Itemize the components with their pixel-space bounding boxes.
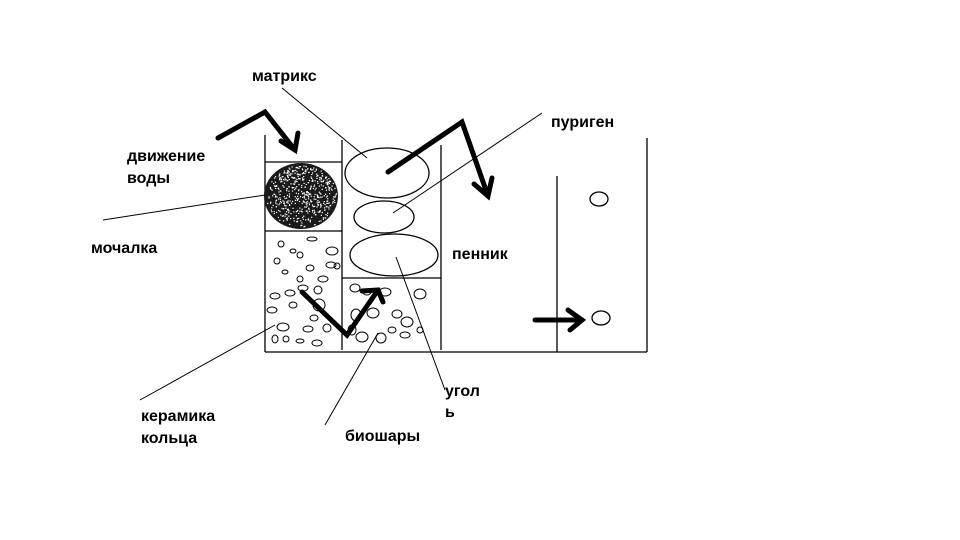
media-pellet <box>325 246 339 256</box>
label-ceramic-line1: керамика <box>141 408 216 425</box>
media-pellet <box>271 334 279 344</box>
media-pellet <box>391 309 403 319</box>
media-pellet <box>333 262 341 270</box>
arrowhead-icon <box>471 175 495 201</box>
matrix-leader <box>281 87 368 159</box>
arrowhead-icon <box>359 287 386 305</box>
media-pellet <box>413 288 427 300</box>
media-pellet <box>322 323 332 333</box>
label-matrix: матрикс <box>252 68 317 85</box>
label-water-flow-line1: движение <box>127 148 206 165</box>
media-pellet <box>399 331 411 339</box>
media-pellet <box>387 326 397 334</box>
label-carbon-line2: ь <box>445 404 455 421</box>
leader-lines <box>102 87 543 426</box>
arrowhead-icon <box>278 130 301 155</box>
media-pellet <box>295 338 305 344</box>
arrowhead-icon <box>565 307 587 333</box>
media-pellet <box>305 264 315 272</box>
media-pellet <box>313 285 323 295</box>
media-pellet <box>355 331 369 343</box>
media-pellet <box>302 325 314 333</box>
media-pellet <box>317 275 329 283</box>
media-pellet <box>296 251 304 259</box>
carbon-leader <box>395 256 446 391</box>
sponge-media <box>264 163 338 229</box>
media-pellet <box>277 240 285 248</box>
label-ceramic-line2: кольца <box>141 430 198 447</box>
media-pellet <box>325 261 337 269</box>
media-pellet <box>400 316 414 328</box>
flow-arrow-icon <box>299 287 381 339</box>
purigen-leader <box>392 112 543 214</box>
matrix-bag <box>344 147 430 199</box>
media-pellet <box>311 339 323 347</box>
bioballs-leader <box>324 332 379 426</box>
bubble <box>591 310 611 326</box>
ceramic-and-bioball-media <box>266 236 427 347</box>
media-pellet <box>276 322 290 332</box>
flow-arrow-icon <box>385 118 491 199</box>
media-pellet <box>281 269 289 275</box>
ceramic-leader <box>139 324 276 401</box>
media-pellet <box>266 306 278 314</box>
purigen-bag <box>353 200 415 234</box>
flow-arrow-icon <box>215 108 298 153</box>
flow-arrows <box>215 108 587 339</box>
bubble <box>589 191 609 207</box>
carbon-bag <box>349 233 439 277</box>
sponge-leader <box>102 194 266 221</box>
media-pellet <box>349 283 361 293</box>
media-pellet <box>309 314 319 322</box>
media-pellet <box>296 275 304 283</box>
media-pellet <box>366 307 380 319</box>
label-carbon-line1: угол <box>445 383 480 400</box>
media-pellet <box>273 257 281 265</box>
label-purigen: пуриген <box>551 114 615 131</box>
media-pellet <box>288 301 298 309</box>
media-pellet <box>375 332 387 344</box>
media-pellet <box>306 236 318 242</box>
label-water-flow-line2: воды <box>127 170 171 187</box>
media-pellet <box>282 335 290 343</box>
media-pellet <box>289 248 297 254</box>
label-skimmer: пенник <box>452 246 508 263</box>
label-sponge: мочалка <box>91 240 158 257</box>
media-pellet <box>269 292 281 300</box>
label-bioballs: биошары <box>345 428 421 445</box>
media-pellet <box>284 289 296 297</box>
sump-frame <box>264 135 648 353</box>
